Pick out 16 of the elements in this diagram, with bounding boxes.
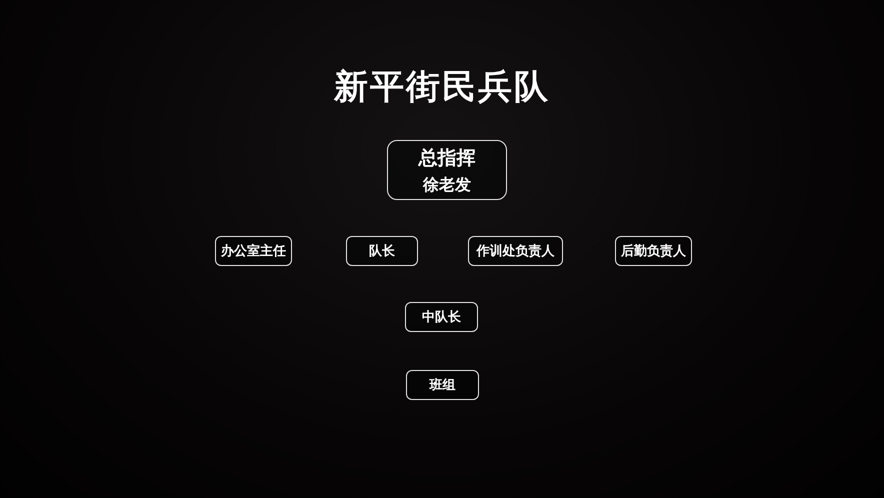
- role-box: [468, 236, 563, 266]
- role-title: 办公室主任: [221, 242, 286, 260]
- person-name: 徐老发: [423, 174, 471, 196]
- role-box: [215, 236, 292, 266]
- chart-title: 新平街民兵队: [334, 66, 550, 109]
- role-title: 班组: [430, 377, 456, 394]
- role-title: 总指挥: [418, 146, 476, 170]
- role-title: 中队长: [422, 309, 461, 326]
- role-title: 后勤负责人: [621, 242, 686, 260]
- role-box: [615, 236, 692, 266]
- role-box: [387, 140, 507, 200]
- role-box: [406, 370, 479, 400]
- role-box: [346, 236, 418, 266]
- role-title: 队长: [369, 243, 395, 260]
- role-title: 作训处负责人: [476, 242, 554, 260]
- role-box: [405, 302, 478, 332]
